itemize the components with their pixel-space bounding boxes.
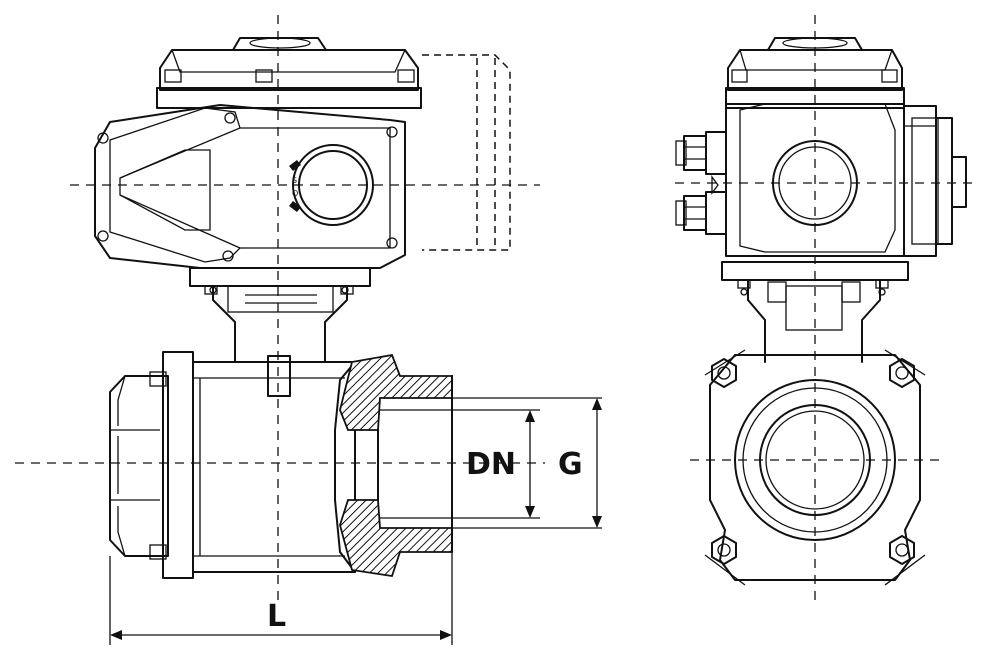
bolt-bottom-right [889, 535, 915, 565]
svg-text:S: S [292, 176, 297, 185]
cable-gland-upper [675, 131, 727, 175]
cable-gland-lower [675, 191, 727, 235]
dn-label: DN [466, 447, 516, 482]
centerlines [15, 15, 975, 600]
l-label: L [267, 599, 286, 634]
optional-handwheel-hidden [422, 54, 511, 251]
section-hatch-bottom [339, 499, 453, 578]
position-indicator-window [292, 144, 374, 226]
actuator-top-cover [159, 49, 419, 91]
bore-outer [734, 379, 896, 541]
side-bracket [747, 279, 881, 363]
section-hatch-top [339, 353, 453, 431]
left-flange [162, 351, 194, 579]
svg-text:O: O [292, 189, 298, 198]
bolt-bottom-left [711, 535, 737, 565]
bolt-top-right [889, 358, 915, 388]
front-bracket [212, 285, 348, 397]
dimension-lines [109, 397, 602, 645]
left-end-cap [109, 375, 169, 557]
front-actuator: S O [94, 37, 511, 295]
actuator-housing [94, 104, 406, 269]
side-actuator [675, 37, 967, 296]
bolt-top-left [711, 358, 737, 388]
g-label: G [558, 447, 583, 482]
front-valve-body [109, 351, 453, 579]
